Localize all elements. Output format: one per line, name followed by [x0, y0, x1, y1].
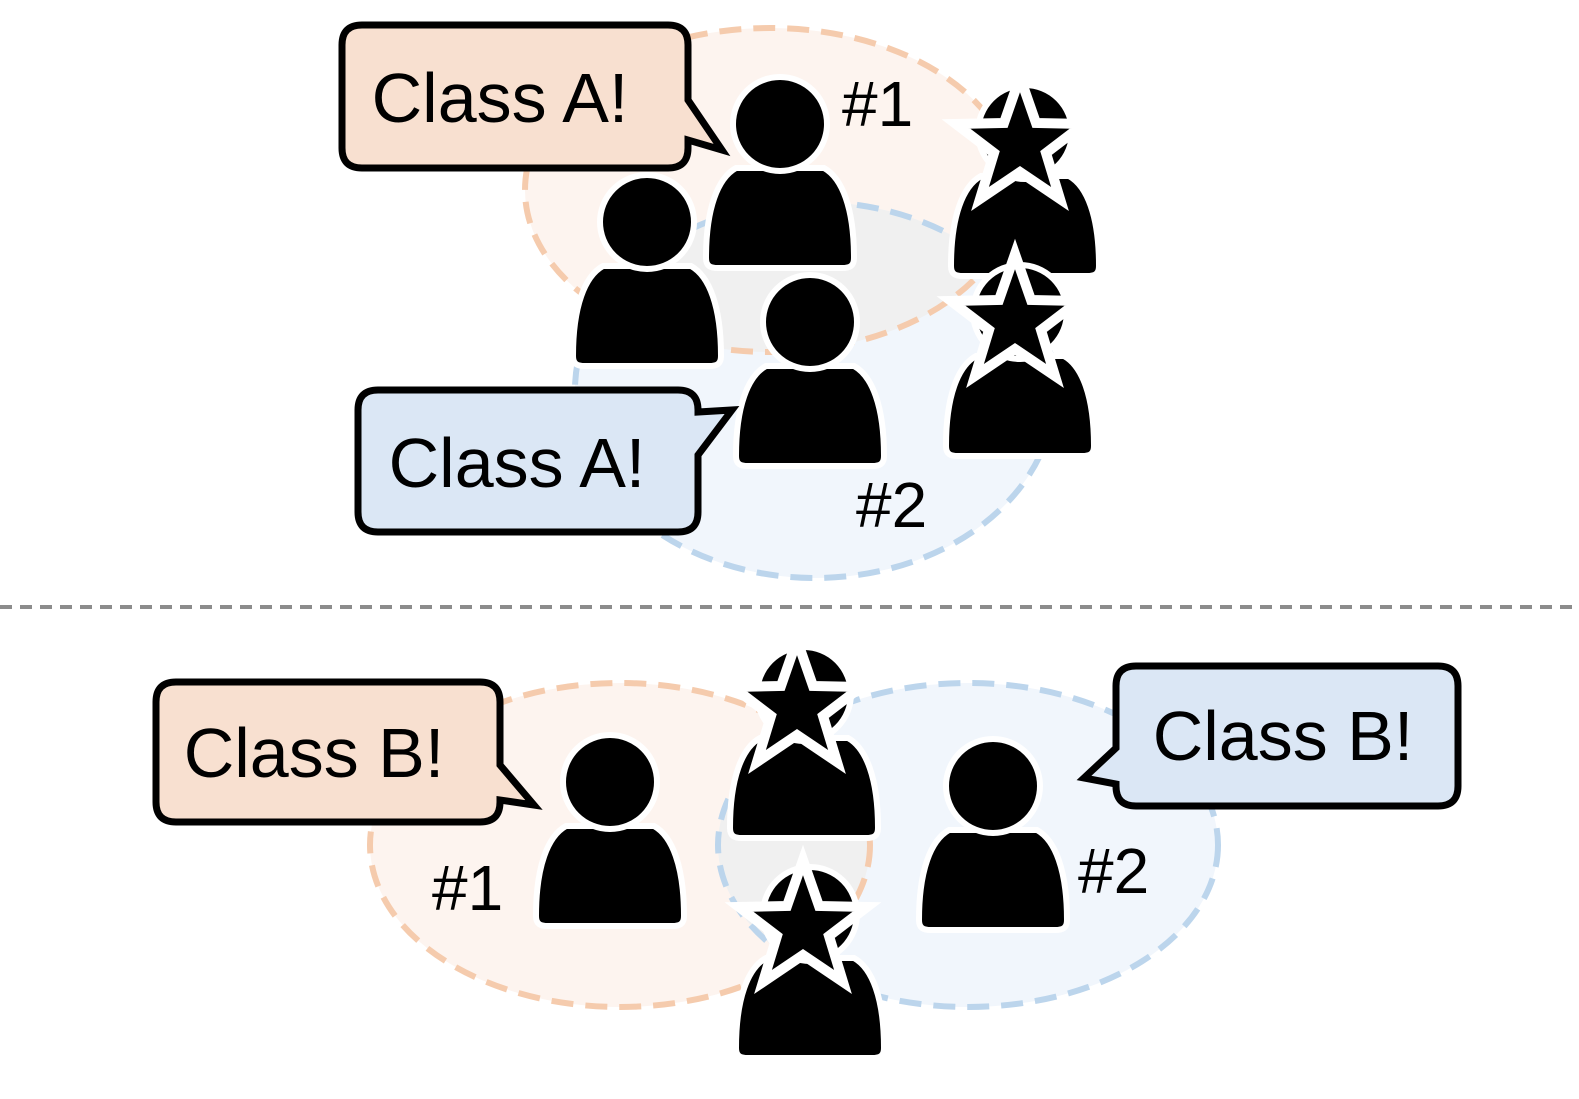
bottom-bubble-1-text: Class B! — [184, 714, 445, 792]
bottom-scene: Class B! Class B! #1 #2 — [152, 640, 1462, 1058]
bottom-group2-outline — [715, 680, 1221, 1010]
bottom-speech-bubble-2: Class B! — [1076, 662, 1462, 810]
top-speech-bubble-2: Class A! — [354, 386, 740, 536]
top-speech-bubble-1: Class A! — [338, 21, 731, 172]
bottom-label-1: #1 — [432, 852, 503, 924]
top-scene: Class A! Class A! #1 #2 — [338, 21, 1099, 581]
top-bubble-1-text: Class A! — [372, 59, 629, 137]
bottom-speech-bubble-1: Class B! — [152, 678, 543, 826]
top-label-2: #2 — [856, 469, 927, 541]
bottom-group1-outline — [367, 680, 873, 1010]
bottom-label-2: #2 — [1078, 835, 1149, 907]
top-label-1: #1 — [842, 68, 913, 140]
top-bubble-2-text: Class A! — [389, 424, 646, 502]
bottom-bubble-2-text: Class B! — [1153, 697, 1414, 775]
